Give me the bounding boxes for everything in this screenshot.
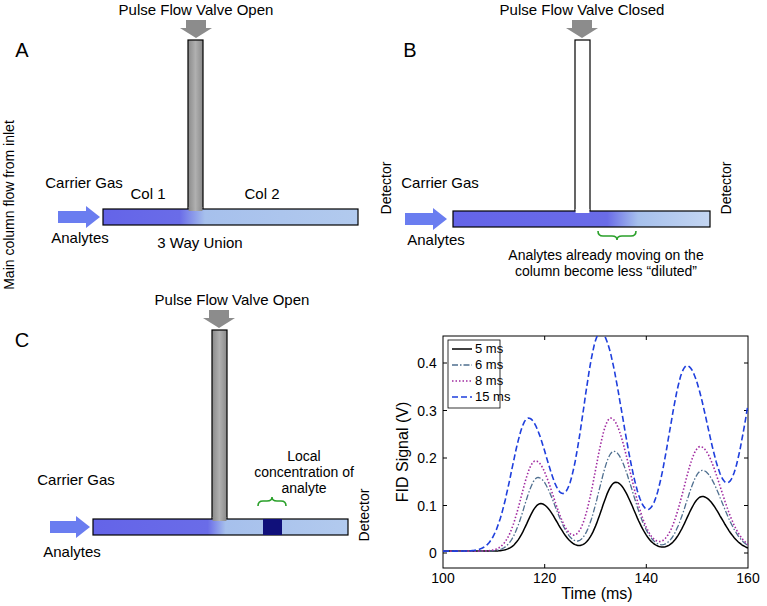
data-curve [443,418,748,551]
valve-tube [188,40,203,209]
label: Main column flow from inlet [1,120,17,290]
label: Pulse Flow Valve Open [155,291,310,308]
label: C [15,329,29,352]
axis-ticks [443,336,748,568]
valve-tube [575,40,590,211]
label: 160 [736,570,759,586]
flow-arrow [50,516,90,538]
legend-sample [452,380,472,382]
bracket [598,231,636,240]
label: 120 [533,570,556,586]
flow-arrow [58,206,100,228]
label: Col 1 [130,185,165,202]
label: B [403,39,416,62]
legend-text: 6 ms [475,358,503,373]
label: 0.1 [417,497,436,513]
label: Analytes [51,229,109,246]
column-bar [93,519,348,535]
union-joint [189,207,203,211]
union-joint [576,209,590,213]
label: 0.3 [417,402,436,418]
label: 0.2 [417,450,436,466]
label: 0.4 [417,355,436,371]
label: Analytes [407,231,465,248]
legend-sample [452,396,472,398]
label: Time (ms) [561,585,632,603]
valve-tube [212,330,227,519]
legend-text: 15 ms [475,390,510,405]
label: Pulse Flow Valve Closed [500,1,665,18]
legend-text: 5 ms [475,342,503,357]
label: Col 2 [244,185,279,202]
label: Analytes [43,543,101,560]
label: Pulse Flow Valve Open [119,1,274,18]
label: Detector [378,162,394,215]
valve-arrow [566,20,598,38]
data-curve [443,482,748,551]
column-bar [453,211,710,227]
label: FID Signal (V) [394,402,412,502]
union-joint [213,517,227,521]
legend-text: 8 ms [475,374,503,389]
valve-arrow [203,310,235,328]
label: Analytes already moving on the column be… [486,247,726,279]
label: Carrier Gas [401,174,479,191]
label: Local concentration of analyte [248,448,360,496]
label: Carrier Gas [45,174,123,191]
legend-sample [452,348,472,350]
column-bar [103,209,358,225]
legend-sample [452,364,472,365]
label: 100 [431,570,454,586]
label: 140 [635,570,658,586]
plot-frame [443,336,748,568]
bracket [258,497,286,506]
data-curve [443,336,748,551]
valve-arrow [180,20,212,38]
label: 3 Way Union [157,234,242,251]
label: Detector [718,162,734,215]
analyte-band [263,519,282,535]
label: 0 [429,545,437,561]
label: Carrier Gas [37,471,115,488]
label: A [15,39,28,62]
label: Detector [356,489,372,542]
flow-arrow [405,208,447,230]
